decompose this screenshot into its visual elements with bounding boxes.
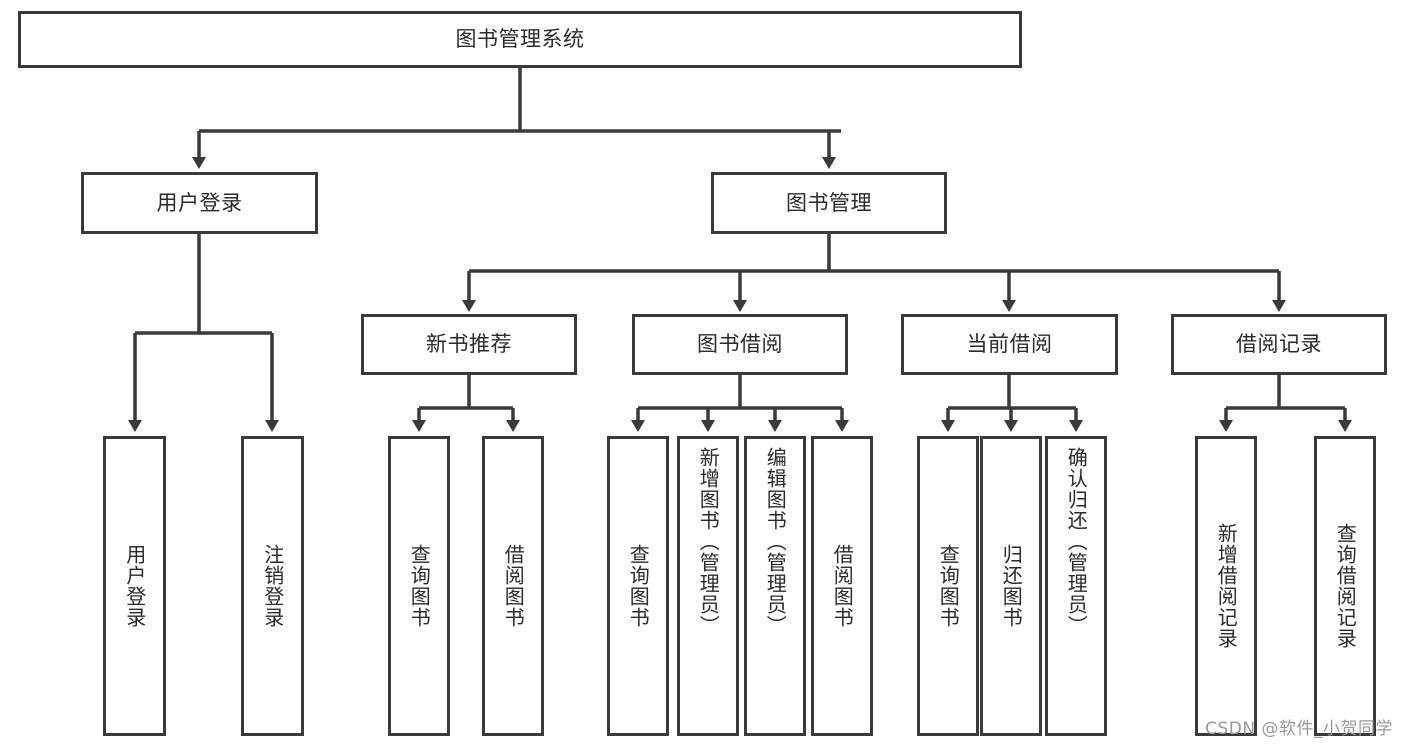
leaf-borrow-record-add[interactable]: 新增借阅记录 [1195, 436, 1257, 736]
node-book-management[interactable]: 图书管理 [711, 172, 947, 234]
leaf-current-borrow-confirm[interactable]: 确认归还（管理员） [1045, 436, 1107, 736]
node-book-borrow-label: 图书借阅 [697, 332, 783, 357]
leaf-user-login-logout[interactable]: 注销登录 [241, 436, 304, 736]
leaf-label: 查询图书 [936, 544, 961, 628]
leaf-book-borrow-add[interactable]: 新增图书（管理员） [677, 436, 739, 736]
leaf-user-login-login[interactable]: 用户登录 [103, 436, 166, 736]
node-user-login[interactable]: 用户登录 [81, 172, 318, 234]
node-book-borrow[interactable]: 图书借阅 [632, 314, 848, 375]
node-borrow-record[interactable]: 借阅记录 [1171, 314, 1387, 375]
leaf-label: 注销登录 [260, 544, 285, 628]
leaf-label: 借阅图书 [830, 544, 855, 628]
leaf-new-book-query[interactable]: 查询图书 [388, 436, 450, 736]
leaf-label: 查询图书 [407, 544, 432, 628]
node-current-borrow-label: 当前借阅 [966, 332, 1053, 357]
node-new-book-recommend[interactable]: 新书推荐 [361, 314, 577, 375]
node-root[interactable]: 图书管理系统 [18, 11, 1022, 68]
leaf-label: 借阅图书 [501, 544, 526, 628]
leaf-current-borrow-query[interactable]: 查询图书 [917, 436, 979, 736]
node-current-borrow[interactable]: 当前借阅 [901, 314, 1118, 375]
leaf-label: 确认归还（管理员） [1064, 447, 1089, 636]
leaf-current-borrow-return[interactable]: 归还图书 [980, 436, 1042, 736]
leaf-book-borrow-query[interactable]: 查询图书 [607, 436, 669, 736]
node-root-label: 图书管理系统 [455, 27, 585, 52]
leaf-book-borrow-edit[interactable]: 编辑图书（管理员） [744, 436, 806, 736]
leaf-new-book-borrow[interactable]: 借阅图书 [482, 436, 544, 736]
node-book-management-label: 图书管理 [786, 190, 872, 215]
node-new-book-recommend-label: 新书推荐 [426, 332, 512, 357]
leaf-label: 用户登录 [122, 544, 147, 628]
leaf-label: 编辑图书（管理员） [763, 447, 788, 636]
leaf-label: 新增借阅记录 [1214, 523, 1239, 649]
leaf-book-borrow-borrow[interactable]: 借阅图书 [811, 436, 873, 736]
leaf-borrow-record-query[interactable]: 查询借阅记录 [1314, 436, 1376, 736]
node-user-login-label: 用户登录 [156, 190, 243, 215]
leaf-label: 查询图书 [626, 544, 651, 628]
node-borrow-record-label: 借阅记录 [1236, 332, 1322, 357]
leaf-label: 归还图书 [999, 544, 1024, 628]
leaf-label: 查询借阅记录 [1333, 523, 1358, 649]
leaf-label: 新增图书（管理员） [696, 447, 721, 636]
